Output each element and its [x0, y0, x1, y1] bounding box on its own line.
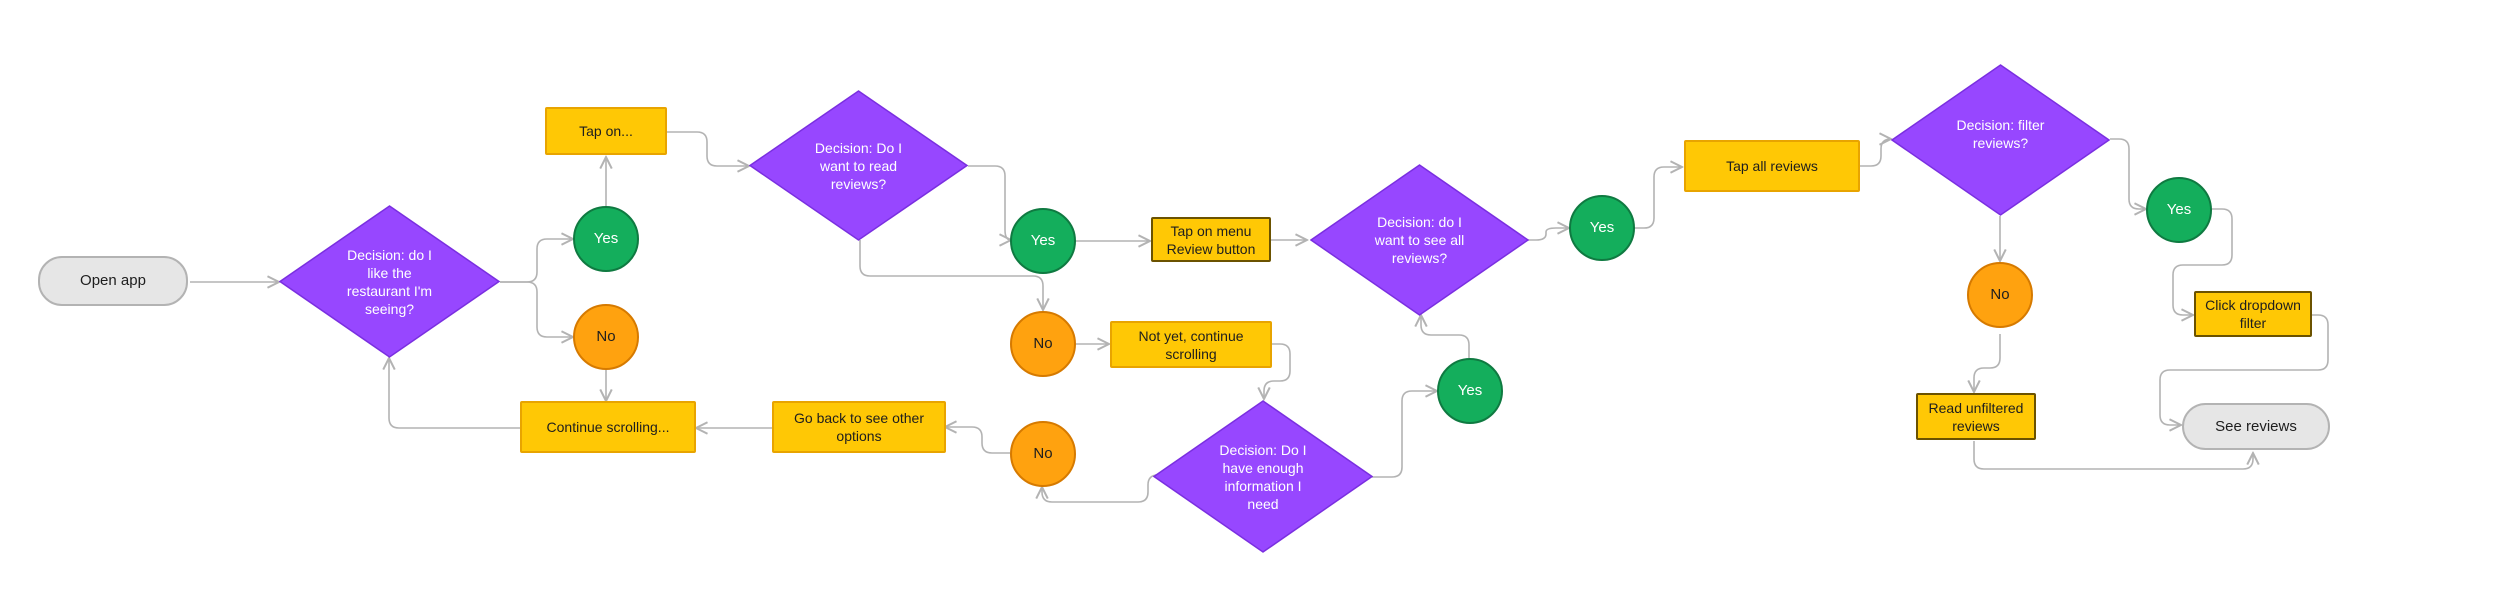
edge-decision-read-to-yes — [968, 165, 1011, 240]
edge-decision-enough-to-no — [1042, 474, 1159, 503]
edge-decision-like-to-yes — [500, 239, 573, 283]
edge-decision-enough-to-yes — [1372, 391, 1437, 478]
edge-yes-to-tapall — [1634, 167, 1682, 229]
decision-read-label: Decision: Do I want to read reviews? — [814, 140, 903, 192]
see-reviews-node[interactable]: See reviews — [2182, 403, 2330, 450]
yes-all-node[interactable]: Yes — [1569, 195, 1635, 261]
no-filter-node[interactable]: No — [1967, 262, 2033, 328]
edge-clickdropdown-to-seereviews — [2159, 314, 2329, 425]
decision-all-node[interactable]: Decision: do I want to see all reviews? — [1310, 164, 1529, 316]
diamond-shape — [749, 90, 968, 241]
edge-continue-to-decision-like — [389, 358, 521, 429]
go-back-node[interactable]: Go back to see other options — [772, 401, 946, 453]
diamond-shape — [1310, 164, 1529, 316]
yes-filter-node[interactable]: Yes — [2146, 177, 2212, 243]
edge-decision-like-to-no — [500, 281, 573, 337]
tap-review-button-node[interactable]: Tap on menu Review button — [1151, 217, 1271, 262]
decision-like-node[interactable]: Decision: do I like the restaurant I'm s… — [279, 205, 500, 358]
edge-yes-to-decision-all — [1421, 315, 1470, 358]
edge-no-to-goback — [945, 427, 1010, 454]
edge-decision-read-to-no — [859, 240, 1043, 310]
decision-all-label: Decision: do I want to see all reviews? — [1374, 214, 1465, 266]
edge-readunfiltered-to-seereviews — [1973, 441, 2253, 470]
no-read-node[interactable]: No — [1010, 311, 1076, 377]
decision-like-label: Decision: do I like the restaurant I'm s… — [346, 246, 433, 317]
tap-on-node[interactable]: Tap on... — [545, 107, 667, 155]
open-app-node[interactable]: Open app — [38, 256, 188, 306]
yes-read-node[interactable]: Yes — [1010, 208, 1076, 274]
not-yet-node[interactable]: Not yet, continue scrolling — [1110, 321, 1272, 368]
decision-read-node[interactable]: Decision: Do I want to read reviews? — [749, 90, 968, 241]
edge-no-to-readunfiltered — [1974, 334, 2001, 392]
decision-enough-label: Decision: Do I have enough information I… — [1219, 441, 1307, 512]
yes-like-node[interactable]: Yes — [573, 206, 639, 272]
continue-scrolling-node[interactable]: Continue scrolling... — [520, 401, 696, 453]
edge-tapall-to-decision-filter — [1859, 139, 1891, 167]
decision-enough-node[interactable]: Decision: Do I have enough information I… — [1153, 400, 1373, 553]
edge-yes-to-clickdropdown — [2172, 208, 2233, 315]
edge-notyet-to-decision-enough — [1264, 343, 1291, 399]
edge-decision-all-to-yes — [1528, 228, 1569, 241]
read-unfiltered-node[interactable]: Read unfiltered reviews — [1916, 393, 2036, 440]
edge-tapon-to-decision-read — [667, 131, 749, 166]
decision-filter-label: Decision: filter reviews? — [1956, 117, 2045, 151]
diamond-shape — [279, 205, 500, 358]
edge-decision-filter-to-yes — [2110, 138, 2146, 209]
tap-all-reviews-node[interactable]: Tap all reviews — [1684, 140, 1860, 192]
diamond-shape — [1153, 400, 1373, 553]
yes-enough-node[interactable]: Yes — [1437, 358, 1503, 424]
click-dropdown-node[interactable]: Click dropdown filter — [2194, 291, 2312, 337]
decision-filter-node[interactable]: Decision: filter reviews? — [1891, 64, 2110, 216]
diamond-shape — [1891, 64, 2110, 216]
no-like-node[interactable]: No — [573, 304, 639, 370]
no-enough-node[interactable]: No — [1010, 421, 1076, 487]
